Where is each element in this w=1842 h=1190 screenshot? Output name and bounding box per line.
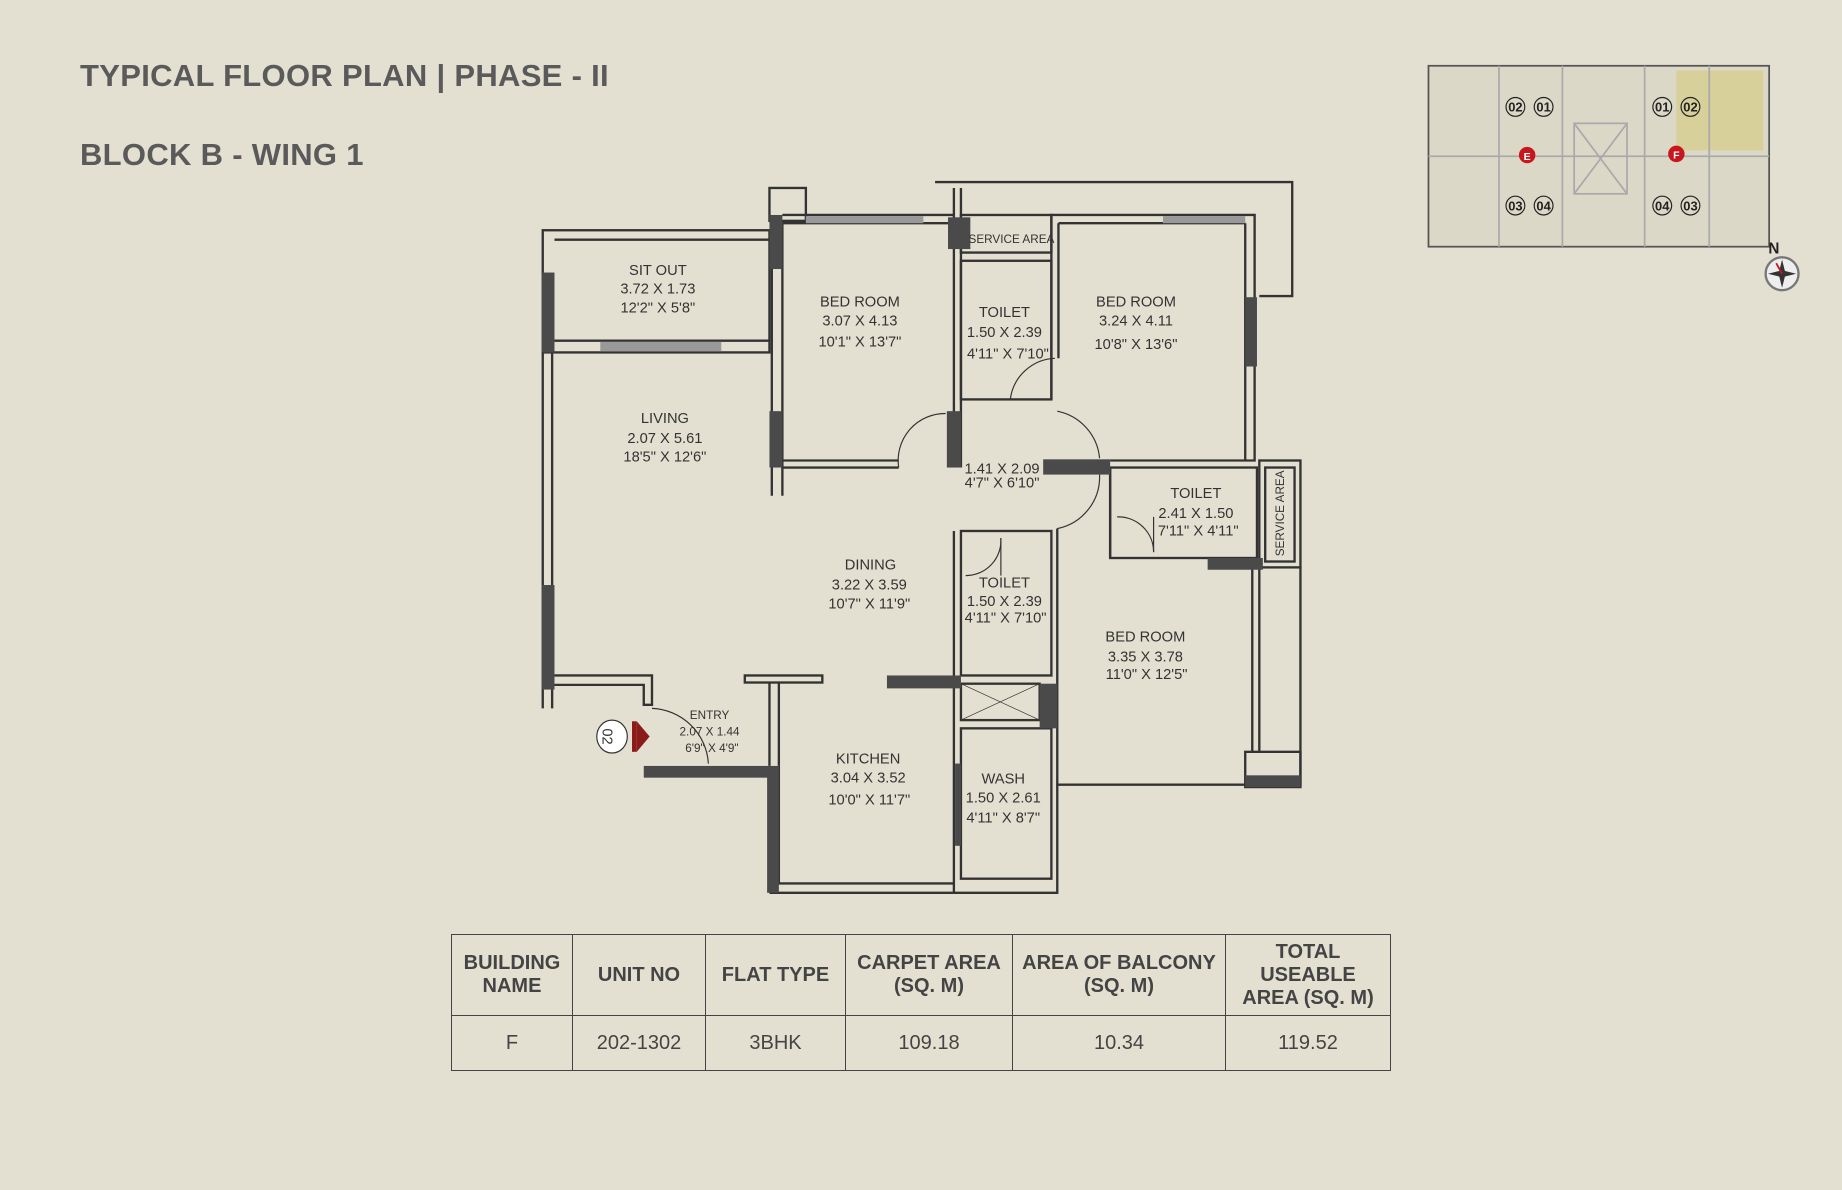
block-wing-title: BLOCK B - WING 1	[80, 137, 364, 172]
door-swings	[651, 357, 1155, 764]
svg-text:2.41 X 1.50: 2.41 X 1.50	[1158, 506, 1233, 522]
svg-text:2.07 X 5.61: 2.07 X 5.61	[627, 431, 702, 447]
svg-text:7'11" X 4'11": 7'11" X 4'11"	[1158, 524, 1239, 540]
cell-flat-type: 3BHK	[705, 1015, 846, 1071]
page-title: TYPICAL FLOOR PLAN | PHASE - II	[80, 58, 609, 93]
compass-icon	[1764, 256, 1800, 292]
room-sit-out: SIT OUT 3.72 X 1.73 12'2" X 5'8"	[620, 263, 695, 317]
svg-text:04: 04	[1655, 198, 1670, 213]
service-area-label-2: SERVICE AREA	[1274, 470, 1287, 556]
svg-text:10'7" X 11'9": 10'7" X 11'9"	[828, 597, 910, 613]
room-entry: ENTRY 2.07 X 1.44 6'9" X 4'9"	[680, 709, 740, 755]
cell-carpet-area: 109.18	[845, 1015, 1013, 1071]
svg-text:1.41 X 2.09: 1.41 X 2.09	[965, 461, 1040, 477]
room-bedroom-3: BED ROOM 3.35 X 3.78 11'0" X 12'5"	[1105, 629, 1187, 683]
header-flat-type: FLAT TYPE	[705, 934, 846, 1016]
windows	[600, 216, 1246, 352]
svg-text:F: F	[1673, 150, 1680, 162]
room-dining: DINING 3.22 X 3.59 10'7" X 11'9"	[828, 558, 910, 613]
svg-text:02: 02	[1683, 100, 1697, 115]
room-bedroom-2: BED ROOM 3.24 X 4.11 10'8" X 13'6"	[1095, 295, 1178, 353]
svg-text:3.22 X 3.59: 3.22 X 3.59	[832, 578, 907, 594]
cell-total-area: 119.52	[1225, 1015, 1391, 1071]
svg-text:TOILET: TOILET	[1170, 486, 1221, 502]
svg-text:3.24 X 4.11: 3.24 X 4.11	[1099, 313, 1173, 329]
key-plan: 02 01 01 02 03 04 04 03 E F N	[1427, 64, 1800, 292]
svg-text:10'8" X 13'6": 10'8" X 13'6"	[1095, 337, 1178, 353]
svg-text:WASH: WASH	[981, 772, 1024, 788]
svg-text:4'11" X 8'7": 4'11" X 8'7"	[966, 810, 1040, 826]
svg-text:KITCHEN: KITCHEN	[836, 752, 900, 768]
unit-entry-marker: 02	[596, 719, 650, 754]
svg-text:3.04 X 3.52: 3.04 X 3.52	[831, 770, 906, 786]
svg-text:1.50 X 2.61: 1.50 X 2.61	[966, 790, 1041, 806]
header-carpet-area: CARPET AREA(SQ. M)	[845, 934, 1013, 1016]
cell-building: F	[451, 1015, 573, 1071]
svg-text:2.07 X 1.44: 2.07 X 1.44	[680, 725, 740, 738]
svg-text:E: E	[1524, 151, 1531, 163]
svg-text:03: 03	[1508, 198, 1522, 213]
table-row: F 202-1302 3BHK 109.18 10.34 119.52	[451, 1015, 1391, 1071]
svg-text:01: 01	[1536, 100, 1550, 115]
svg-text:DINING: DINING	[845, 558, 896, 574]
cell-balcony-area: 10.34	[1012, 1015, 1226, 1071]
room-bedroom-1: BED ROOM 3.07 X 4.13 10'1" X 13'7"	[818, 295, 901, 351]
key-plan-highlight	[1676, 70, 1764, 151]
service-area-label: SERVICE AREA	[969, 233, 1055, 246]
svg-text:SIT OUT: SIT OUT	[629, 263, 687, 279]
room-toilet-3: TOILET 1.50 X 2.394'11" X 7'10"	[965, 575, 1047, 626]
svg-text:1.50 X 2.39: 1.50 X 2.39	[967, 325, 1042, 341]
cell-unit-no: 202-1302	[572, 1015, 706, 1071]
svg-text:3.72 X 1.73: 3.72 X 1.73	[620, 282, 695, 298]
svg-text:1.50 X 2.39: 1.50 X 2.39	[967, 594, 1042, 610]
svg-text:10'0" X 11'7": 10'0" X 11'7"	[828, 793, 910, 809]
svg-text:10'1" X 13'7": 10'1" X 13'7"	[818, 335, 901, 351]
room-toilet-2: TOILET 2.41 X 1.50 7'11" X 4'11"	[1158, 486, 1239, 540]
svg-text:LIVING: LIVING	[641, 411, 689, 427]
svg-text:BED ROOM: BED ROOM	[1096, 295, 1176, 311]
svg-text:02: 02	[599, 728, 615, 744]
north-label: N	[1768, 241, 1779, 258]
wall-fills	[541, 214, 1301, 893]
svg-text:4'11" X 7'10": 4'11" X 7'10"	[967, 346, 1049, 362]
header-balcony-area: AREA OF BALCONY(SQ. M)	[1012, 934, 1226, 1016]
svg-text:04: 04	[1536, 198, 1551, 213]
svg-text:12'2" X 5'8": 12'2" X 5'8"	[620, 300, 695, 316]
svg-text:TOILET: TOILET	[979, 575, 1030, 591]
svg-text:11'0" X 12'5": 11'0" X 12'5"	[1106, 667, 1188, 683]
svg-text:02: 02	[1508, 100, 1522, 115]
room-toilet-1: TOILET 1.50 X 2.39 4'11" X 7'10"	[967, 305, 1049, 362]
svg-text:01: 01	[1655, 100, 1669, 115]
svg-text:3.35 X 3.78: 3.35 X 3.78	[1108, 649, 1183, 665]
svg-text:3.07 X 4.13: 3.07 X 4.13	[822, 313, 897, 329]
room-living: LIVING 2.07 X 5.61 18'5" X 12'6"	[623, 411, 706, 466]
header-unit-no: UNIT NO	[572, 934, 706, 1016]
svg-text:18'5" X 12'6": 18'5" X 12'6"	[623, 450, 706, 466]
svg-text:BED ROOM: BED ROOM	[820, 295, 900, 311]
svg-text:6'9" X 4'9": 6'9" X 4'9"	[685, 742, 738, 755]
svg-text:03: 03	[1683, 198, 1697, 213]
svg-text:BED ROOM: BED ROOM	[1105, 629, 1185, 645]
room-wash: WASH 1.50 X 2.61 4'11" X 8'7"	[966, 772, 1041, 827]
room-kitchen: KITCHEN 3.04 X 3.52 10'0" X 11'7"	[828, 752, 910, 809]
svg-text:4'11" X 7'10": 4'11" X 7'10"	[965, 611, 1047, 627]
room-labels: SIT OUT 3.72 X 1.73 12'2" X 5'8" BED ROOM 3…	[620, 233, 1287, 826]
svg-text:4'7" X 6'10": 4'7" X 6'10"	[965, 476, 1040, 492]
room-passage: 1.41 X 2.094'7" X 6'10"	[965, 461, 1040, 491]
svg-text:ENTRY: ENTRY	[690, 709, 730, 722]
entry-arrow-icon	[632, 721, 637, 752]
svg-text:TOILET: TOILET	[979, 305, 1030, 321]
